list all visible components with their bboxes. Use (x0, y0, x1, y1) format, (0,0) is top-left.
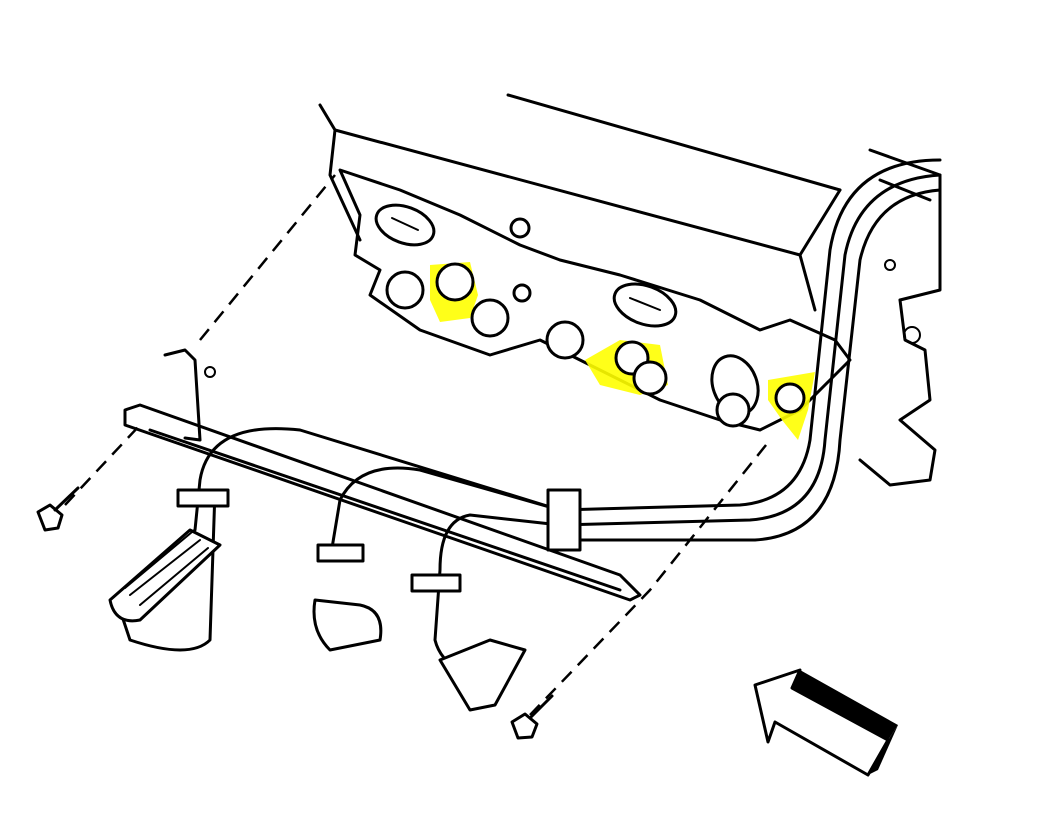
loose-bolts (36, 486, 554, 740)
wire-bracket (123, 348, 642, 602)
spark-plug-boots (108, 528, 527, 712)
manifold-bolts (385, 262, 815, 440)
wire-clips (176, 488, 582, 593)
bolt-guide-lines (64, 174, 771, 716)
direction-arrow-icon (753, 668, 898, 777)
spark-plug-wires (118, 427, 562, 672)
harness-tubes (558, 158, 942, 542)
engine-block (318, 93, 942, 487)
